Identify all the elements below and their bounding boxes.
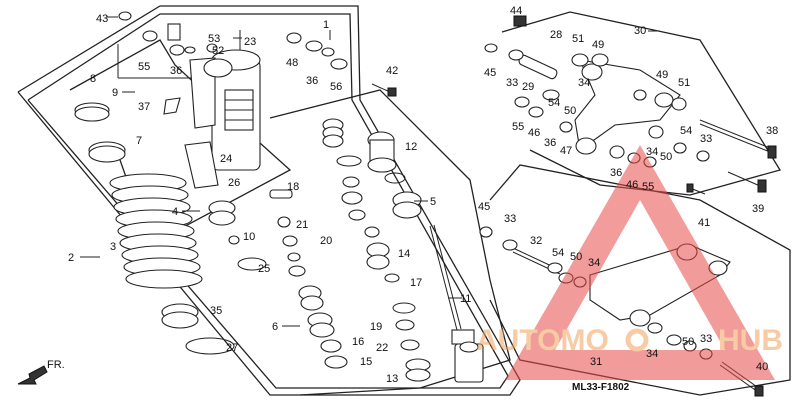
callout-31: 31 xyxy=(590,356,602,368)
callout-23: 23 xyxy=(244,36,256,48)
callout-2: 2 xyxy=(68,252,74,264)
damper-body xyxy=(118,11,267,271)
callout-46: 46 xyxy=(626,179,638,191)
watermark-text-a: AUTOMO xyxy=(476,324,609,357)
front-label: FR. xyxy=(47,359,65,371)
callout-50: 50 xyxy=(682,336,694,348)
callout-54: 54 xyxy=(552,247,564,259)
callout-50: 50 xyxy=(570,251,582,263)
callout-43: 43 xyxy=(96,13,108,25)
callout-38: 38 xyxy=(766,125,778,137)
assembly-frames xyxy=(17,5,791,396)
callout-51: 51 xyxy=(678,77,690,89)
callout-labels: 43 53 52 23 1 8 55 36 48 36 56 9 37 7 42… xyxy=(68,5,778,385)
spring-assembly xyxy=(74,97,235,355)
callout-33: 33 xyxy=(506,77,518,89)
callout-28: 28 xyxy=(550,29,562,41)
callout-54: 54 xyxy=(548,97,560,109)
callout-24: 24 xyxy=(220,153,232,165)
callout-41: 41 xyxy=(698,217,710,229)
callout-54: 54 xyxy=(680,125,692,137)
callout-34: 34 xyxy=(578,77,590,89)
callout-11: 11 xyxy=(460,293,471,305)
callout-48: 48 xyxy=(286,57,298,69)
diagram-code: ML33-F1802 xyxy=(572,382,630,393)
callout-10: 10 xyxy=(243,231,255,243)
callout-4: 4 xyxy=(172,206,178,218)
callout-56: 56 xyxy=(330,81,342,93)
callout-34: 34 xyxy=(646,348,658,360)
watermark-o-icon xyxy=(625,328,649,352)
callout-55: 55 xyxy=(642,181,654,193)
front-direction-indicator: FR. xyxy=(17,359,65,385)
callout-7: 7 xyxy=(136,135,142,147)
shock-rod xyxy=(429,224,484,383)
callout-25: 25 xyxy=(258,263,270,275)
callout-34: 34 xyxy=(646,146,658,158)
callout-30: 30 xyxy=(634,25,646,37)
callout-51: 51 xyxy=(572,33,584,45)
leader-lines xyxy=(80,16,660,327)
callout-45: 45 xyxy=(478,201,490,213)
callout-5: 5 xyxy=(430,196,436,208)
callout-37: 37 xyxy=(138,101,150,113)
upper-linkage xyxy=(371,15,777,195)
callout-27: 27 xyxy=(226,342,238,354)
callout-15: 15 xyxy=(360,356,372,368)
piston-stack xyxy=(269,32,431,382)
callout-19: 19 xyxy=(370,321,382,333)
callout-36: 36 xyxy=(170,65,182,77)
callout-36: 36 xyxy=(306,75,318,87)
callout-50: 50 xyxy=(660,151,672,163)
warning-triangle-icon xyxy=(505,145,775,380)
callout-12: 12 xyxy=(405,141,417,153)
callout-46: 46 xyxy=(528,127,540,139)
callout-40: 40 xyxy=(756,361,768,373)
callout-18: 18 xyxy=(287,181,299,193)
callout-14: 14 xyxy=(398,248,410,260)
callout-53: 53 xyxy=(208,33,220,45)
callout-9: 9 xyxy=(112,87,118,99)
callout-32: 32 xyxy=(530,235,542,247)
callout-16: 16 xyxy=(352,336,364,348)
callout-55: 55 xyxy=(138,61,150,73)
callout-26: 26 xyxy=(228,177,240,189)
callout-21: 21 xyxy=(296,219,308,231)
callout-3: 3 xyxy=(110,241,116,253)
callout-47: 47 xyxy=(560,145,572,157)
callout-29: 29 xyxy=(522,81,534,93)
callout-33: 33 xyxy=(504,213,516,225)
callout-20: 20 xyxy=(320,235,332,247)
callout-49: 49 xyxy=(656,69,668,81)
watermark-text-b: HUB xyxy=(718,324,783,357)
callout-6: 6 xyxy=(272,321,278,333)
callout-33: 33 xyxy=(700,333,712,345)
callout-35: 35 xyxy=(210,305,222,317)
callout-39: 39 xyxy=(752,203,764,215)
callout-42: 42 xyxy=(386,65,398,77)
callout-50: 50 xyxy=(564,105,576,117)
callout-13: 13 xyxy=(386,373,398,385)
callout-8: 8 xyxy=(90,73,96,85)
callout-44: 44 xyxy=(510,5,522,17)
callout-33: 33 xyxy=(700,133,712,145)
callout-36: 36 xyxy=(544,137,556,149)
callout-55: 55 xyxy=(512,121,524,133)
callout-22: 22 xyxy=(376,342,388,354)
callout-52: 52 xyxy=(212,45,224,57)
callout-34: 34 xyxy=(588,257,600,269)
callout-1: 1 xyxy=(323,19,329,31)
callout-45: 45 xyxy=(484,67,496,79)
callout-36: 36 xyxy=(610,167,622,179)
callout-17: 17 xyxy=(410,277,422,289)
callout-49: 49 xyxy=(592,39,604,51)
watermark-logo: AUTOMO HUB xyxy=(476,145,783,380)
